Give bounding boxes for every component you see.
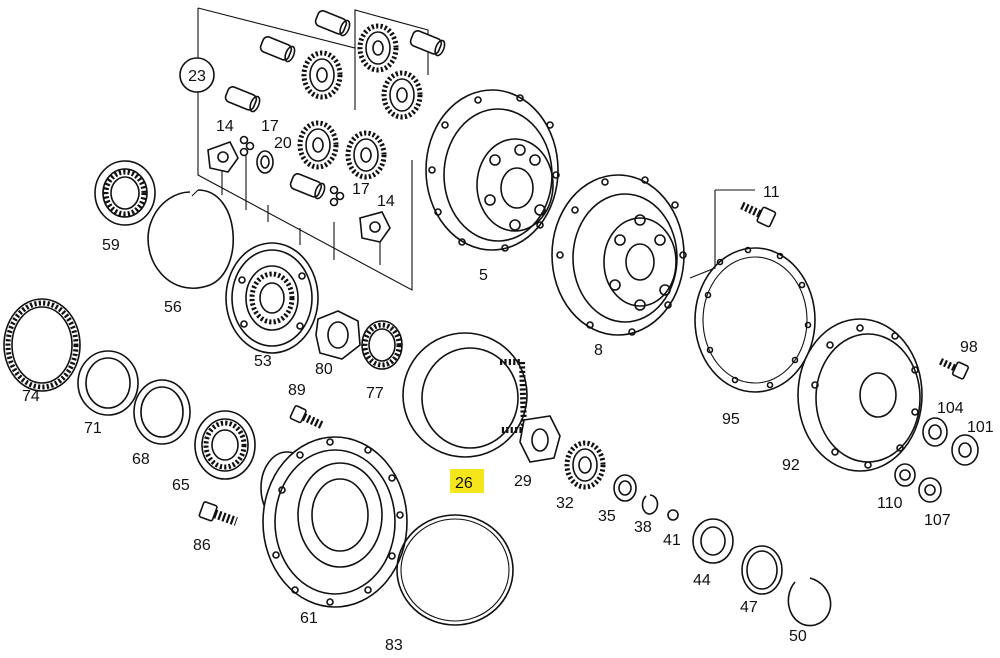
part-101-plug bbox=[951, 434, 979, 466]
part-label-44[interactable]: 44 bbox=[693, 572, 711, 589]
part-80-seal bbox=[315, 310, 361, 360]
part-label-5[interactable]: 5 bbox=[479, 267, 488, 284]
part-label-32[interactable]: 32 bbox=[556, 495, 574, 512]
part-label-77[interactable]: 77 bbox=[366, 385, 384, 402]
part-label-47[interactable]: 47 bbox=[740, 599, 758, 616]
part-98-bolt bbox=[939, 358, 969, 380]
part-35-washer bbox=[613, 474, 637, 502]
part-26-ring-gear bbox=[402, 332, 528, 458]
part-65-bearing bbox=[194, 410, 256, 480]
part-56-snap-ring bbox=[147, 189, 234, 289]
part-label-59[interactable]: 59 bbox=[102, 237, 120, 254]
part-label-56[interactable]: 56 bbox=[164, 299, 182, 316]
part-59-bearing bbox=[94, 160, 156, 226]
part-53-bearing-cover bbox=[225, 242, 319, 354]
part-5-differential-carrier bbox=[425, 89, 560, 252]
part-label-8[interactable]: 8 bbox=[594, 342, 603, 359]
part-110-washer bbox=[894, 463, 916, 487]
part-74-tone-ring bbox=[3, 298, 81, 392]
part-label-11[interactable]: 11 bbox=[763, 184, 780, 201]
part-label-71[interactable]: 71 bbox=[84, 420, 102, 437]
part-47-ring bbox=[741, 545, 783, 595]
part-label-50[interactable]: 50 bbox=[789, 628, 807, 645]
part-label-41[interactable]: 41 bbox=[663, 532, 681, 549]
part-104-seal-ring bbox=[922, 417, 948, 447]
pinion-gear-group bbox=[297, 23, 423, 180]
part-label-86[interactable]: 86 bbox=[193, 537, 211, 554]
part-label-98[interactable]: 98 bbox=[960, 339, 978, 356]
part-label-29[interactable]: 29 bbox=[514, 473, 532, 490]
part-77-ring bbox=[361, 320, 403, 370]
part-44-seal bbox=[692, 518, 734, 564]
part-label-74[interactable]: 74 bbox=[22, 388, 40, 405]
part-label-83[interactable]: 83 bbox=[385, 637, 403, 654]
part-label-61[interactable]: 61 bbox=[300, 610, 318, 627]
part-label-68[interactable]: 68 bbox=[132, 451, 150, 468]
part-89-bolt bbox=[289, 405, 324, 429]
part-label-110[interactable]: 110 bbox=[877, 495, 903, 512]
part-50-snap-ring bbox=[787, 577, 832, 627]
part-label-107[interactable]: 107 bbox=[924, 512, 951, 529]
part-label-92[interactable]: 92 bbox=[782, 457, 800, 474]
part-92-hub-cover bbox=[797, 318, 923, 472]
part-label-23[interactable]: 23 bbox=[188, 68, 206, 85]
part-label-80[interactable]: 80 bbox=[315, 361, 333, 378]
part-label-38[interactable]: 38 bbox=[634, 519, 652, 536]
part-label-53[interactable]: 53 bbox=[254, 353, 272, 370]
part-label-14[interactable]: 14 bbox=[377, 193, 395, 210]
part-label-17[interactable]: 17 bbox=[261, 118, 279, 135]
part-107-plug bbox=[918, 477, 942, 503]
part-label-14[interactable]: 14 bbox=[216, 118, 234, 135]
part-label-20[interactable]: 20 bbox=[274, 135, 292, 152]
pinion-pin-group bbox=[224, 10, 446, 200]
part-83-o-ring bbox=[396, 514, 514, 626]
part-label-65[interactable]: 65 bbox=[172, 477, 190, 494]
part-label-89[interactable]: 89 bbox=[288, 382, 306, 399]
part-26-highlight bbox=[450, 469, 484, 493]
part-38-circlip bbox=[641, 494, 659, 515]
part-label-26[interactable]: 26 bbox=[455, 475, 473, 492]
part-23-callout-circle bbox=[179, 57, 215, 93]
part-11-bolt bbox=[689, 189, 777, 279]
part-label-35[interactable]: 35 bbox=[598, 508, 616, 525]
part-8-planetary-carrier bbox=[551, 174, 687, 336]
part-label-104[interactable]: 104 bbox=[937, 400, 964, 417]
part-71-ring bbox=[77, 350, 139, 416]
part-68-ring bbox=[133, 379, 191, 445]
part-32-sun-gear bbox=[564, 440, 606, 490]
thrust-washer-group bbox=[207, 135, 391, 243]
part-label-101[interactable]: 101 bbox=[967, 419, 994, 436]
part-86-bolt bbox=[198, 501, 238, 526]
part-95-gasket bbox=[694, 246, 816, 393]
part-29-nut bbox=[519, 415, 561, 463]
part-labels: 23 14 17 20 17 14 59 56 5 11 8 53 80 77 … bbox=[22, 68, 994, 654]
part-61-housing bbox=[260, 436, 408, 608]
part-label-17[interactable]: 17 bbox=[352, 181, 370, 198]
part-label-95[interactable]: 95 bbox=[722, 411, 740, 428]
part-41-ball bbox=[667, 509, 679, 521]
